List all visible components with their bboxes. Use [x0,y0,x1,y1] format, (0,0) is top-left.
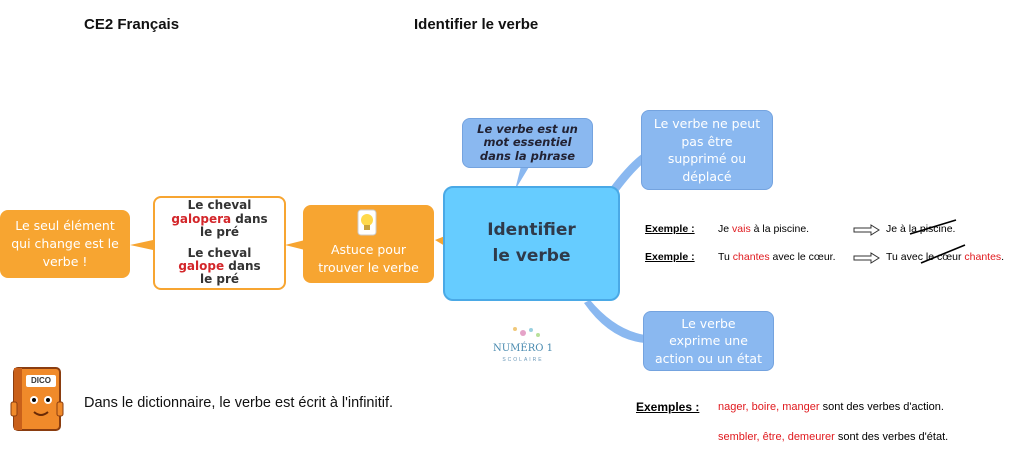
tip-line2: trouver le verbe [318,259,419,275]
example-1-result: Je à la piscine. [886,219,957,235]
center-line1: Identifier [487,220,576,240]
top-note-line2: mot essentiel [483,135,572,150]
example-row-1: Exemple : [645,223,695,235]
right-top-line2: pas être [681,133,733,149]
left-line3: verbe ! [42,254,88,270]
card-s1-verb: galopera [171,211,232,226]
example-2-verb: chantes [732,251,770,263]
card-s2-b: dans [228,259,261,274]
example-label-1: Exemple : [645,223,695,235]
subject-title: CE2 Français [84,16,180,33]
strike-mark [920,244,966,264]
right-top-node: Le verbe ne peut pas être supprimé ou dé… [641,110,773,190]
top-note-line3: dans la phrase [479,148,576,163]
tip-line1: Astuce pour [330,241,407,257]
card-s2-a: Le cheval [187,246,252,260]
right-bottom-line1: Le verbe [681,315,736,331]
strike-mark [909,219,957,235]
right-bottom-line3: action ou un état [655,350,762,366]
right-top-line1: Le verbe ne peut [653,116,761,131]
card-s2-c: le pré [199,272,240,287]
card-s1-b: dans [235,211,268,226]
dico-label: DICO [31,376,51,385]
logo-main: NUMÉRO 1 [493,343,553,354]
numero1-logo: NUMÉRO 1 SCOLAIRE [493,325,553,370]
examples-plural-label: Exemples : [636,400,700,414]
center-node: Identifier le verbe [443,186,620,301]
examples-plural-line2: sembler, être, demeurer sont des verbes … [718,431,949,443]
example-1-verb: vais [732,223,751,235]
example-label-2: Exemple : [645,251,695,263]
example-2-result: Tu avec le cœur chantes. [886,244,1004,264]
page-title: Identifier le verbe [414,16,539,33]
card-sentence-1: Le cheval galopera dans le pré [171,199,267,239]
examples-plural-line1: nager, boire, manger sont des verbes d'a… [718,401,944,413]
example-row-2: Exemple : [645,251,695,263]
left-line2: qui change est le [11,235,119,251]
logo-sub: SCOLAIRE [502,357,544,363]
left-node: Le seul élément qui change est le verbe … [0,210,130,278]
card-sentence-2: Le cheval galope dans le pré [178,246,261,287]
dictionary-book-icon: DICO [8,362,68,437]
top-note-line1: Le verbe est un [477,122,578,137]
right-top-line4: déplacé [682,168,732,184]
right-bottom-node: Le verbe exprime une action ou un état [643,311,774,371]
example-2-sentence: Tu chantes avec le cœur. [718,251,836,263]
top-note: Le verbe est un mot essentiel dans la ph… [462,118,593,168]
right-top-line3: supprimé ou [667,151,747,166]
right-bottom-line2: exprime une [669,333,748,349]
tip-node: Astuce pour trouver le verbe [303,205,434,283]
example-card: Le cheval galopera dans le pré Le cheval… [153,196,286,290]
action-verbs: nager, boire, manger [718,401,820,413]
card-s1-c: le pré [199,224,240,239]
logo-graphic [513,327,540,337]
state-verbs: sembler, être, demeurer [718,431,835,443]
left-line1: Le seul élément [15,217,115,233]
card-s1-a: Le cheval [187,198,252,213]
dictionary-sentence: Dans le dictionnaire, le verbe est écrit… [84,395,394,411]
arrow-right-icon [853,251,881,269]
center-line2: le verbe [492,245,571,266]
card-s2-verb: galope [178,259,225,274]
example-1-sentence: Je vais à la piscine. [718,223,810,235]
lightbulb-icon [356,209,378,244]
arrow-right-icon [853,223,881,241]
